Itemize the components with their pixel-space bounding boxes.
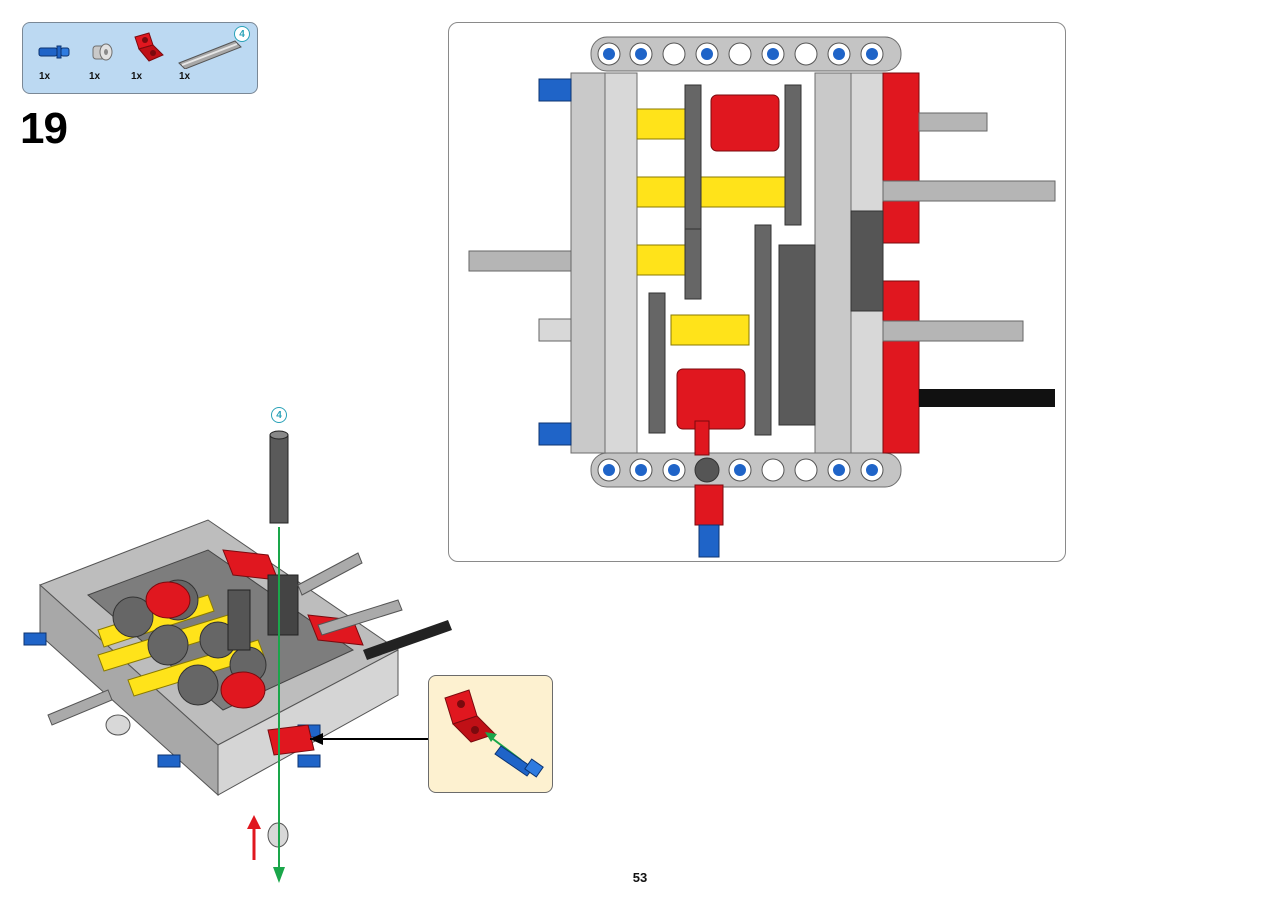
subassembly-callout — [428, 675, 553, 793]
axle-length-badge: 4 — [234, 26, 250, 42]
parts-list: 1x 1x 1x 1x 4 — [22, 22, 258, 94]
top-view-illustration — [468, 36, 1056, 558]
top-view-panel — [448, 22, 1066, 562]
red-connector-icon — [131, 31, 167, 67]
blue-pin-icon — [37, 41, 71, 63]
part-quantity: 1x — [89, 71, 101, 82]
axle-length-badge: 4 — [271, 407, 287, 423]
red-connector-blue-pin-icon — [444, 689, 544, 778]
page-number: 53 — [632, 870, 648, 885]
grey-bush-icon — [89, 39, 115, 65]
part-quantity: 1x — [179, 71, 191, 82]
part-quantity: 1x — [39, 71, 51, 82]
assembly-illustration: 4 — [18, 405, 458, 885]
step-number: 19 — [20, 104, 68, 153]
part-quantity: 1x — [131, 71, 143, 82]
grey-axle-icon — [175, 33, 245, 69]
